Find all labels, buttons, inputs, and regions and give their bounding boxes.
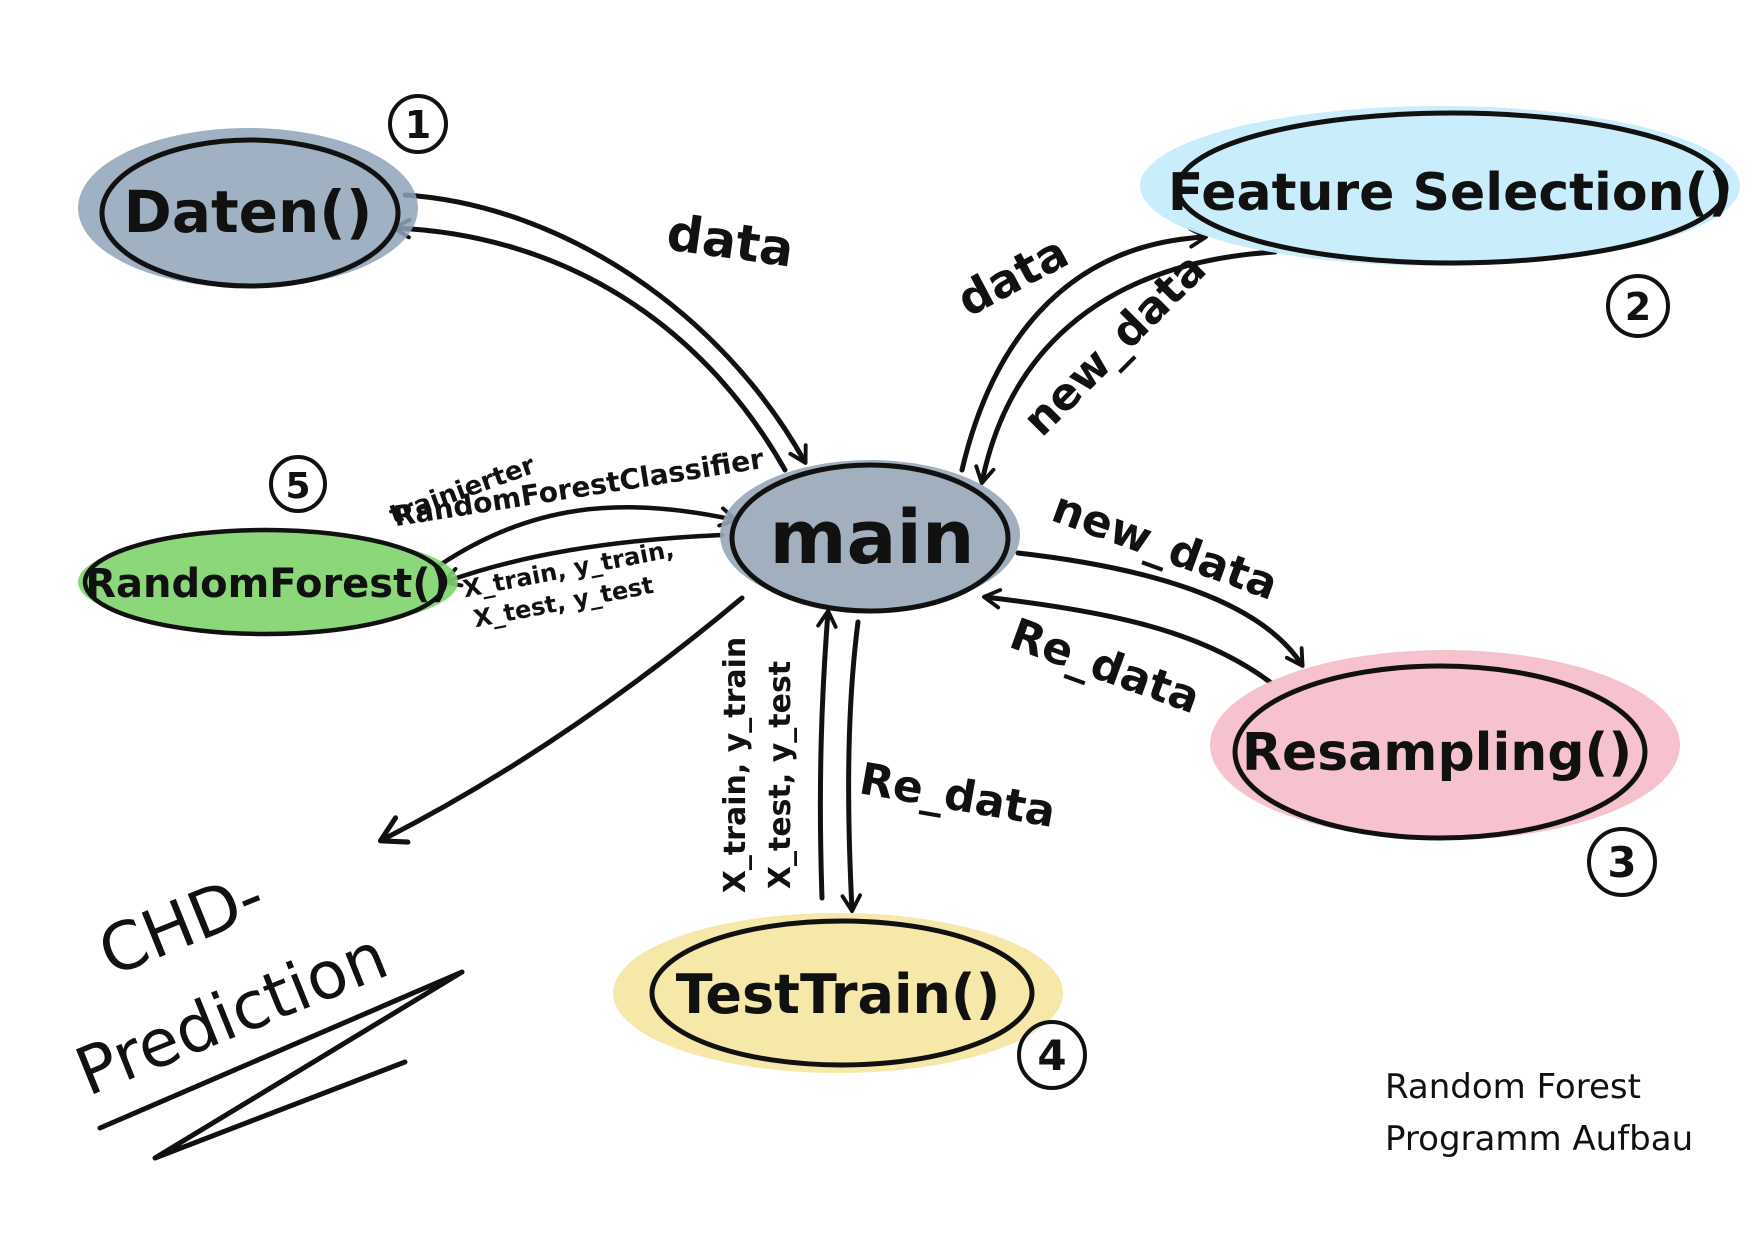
note-line-1: Random Forest <box>1385 1067 1641 1107</box>
edge-label-feature-data: data <box>948 225 1077 328</box>
edge-label-daten-data: data <box>663 204 797 279</box>
node-daten: Daten() <box>78 128 418 289</box>
edge-label-resampling-re-data: Re_data <box>1003 609 1206 725</box>
edge-label-testtrain-xy-test: X_test, y_test <box>763 661 798 889</box>
node-resampling: Resampling() <box>1210 650 1680 841</box>
node-resampling-label: Resampling() <box>1242 723 1632 783</box>
edge-main-output <box>377 595 745 845</box>
node-random: RandomForest() <box>78 527 458 637</box>
edge-daten-main <box>391 192 808 473</box>
step-2: 2 <box>1606 274 1670 338</box>
edge-label-testtrain-re-data: Re_data <box>856 753 1059 838</box>
edge-main-random <box>437 504 738 588</box>
node-feature: Feature Selection() <box>1140 106 1740 266</box>
step-4-label: 4 <box>1037 1031 1066 1080</box>
edge-main-testtrain <box>816 608 863 914</box>
node-main-label: main <box>769 495 974 581</box>
step-2-label: 2 <box>1625 285 1651 329</box>
step-4: 4 <box>1017 1020 1087 1090</box>
step-5-label: 5 <box>285 466 310 507</box>
node-daten-label: Daten() <box>124 178 373 246</box>
node-feature-label: Feature Selection() <box>1168 163 1732 223</box>
node-random-label: RandomForest() <box>85 561 449 607</box>
edge-label-resampling-new-data: new_data <box>1045 482 1284 611</box>
note-line-2: Programm Aufbau <box>1385 1119 1693 1159</box>
step-5: 5 <box>269 455 327 513</box>
note-block: Random Forest Programm Aufbau <box>1385 1067 1693 1159</box>
step-3-label: 3 <box>1607 838 1636 887</box>
step-3: 3 <box>1587 827 1657 897</box>
step-1: 1 <box>388 94 448 154</box>
node-testtrain-label: TestTrain() <box>676 963 1001 1026</box>
edge-main-feature <box>959 227 1278 486</box>
output-underline-zigzag <box>97 969 465 1161</box>
edge-label-testtrain-xy-train: X_train, y_train <box>718 637 753 894</box>
node-main: main <box>720 460 1020 614</box>
node-testtrain: TestTrain() <box>613 913 1063 1073</box>
output-block: CHD- Prediction <box>65 857 465 1161</box>
step-1-label: 1 <box>405 103 431 147</box>
edge-main-resampling <box>981 550 1305 685</box>
